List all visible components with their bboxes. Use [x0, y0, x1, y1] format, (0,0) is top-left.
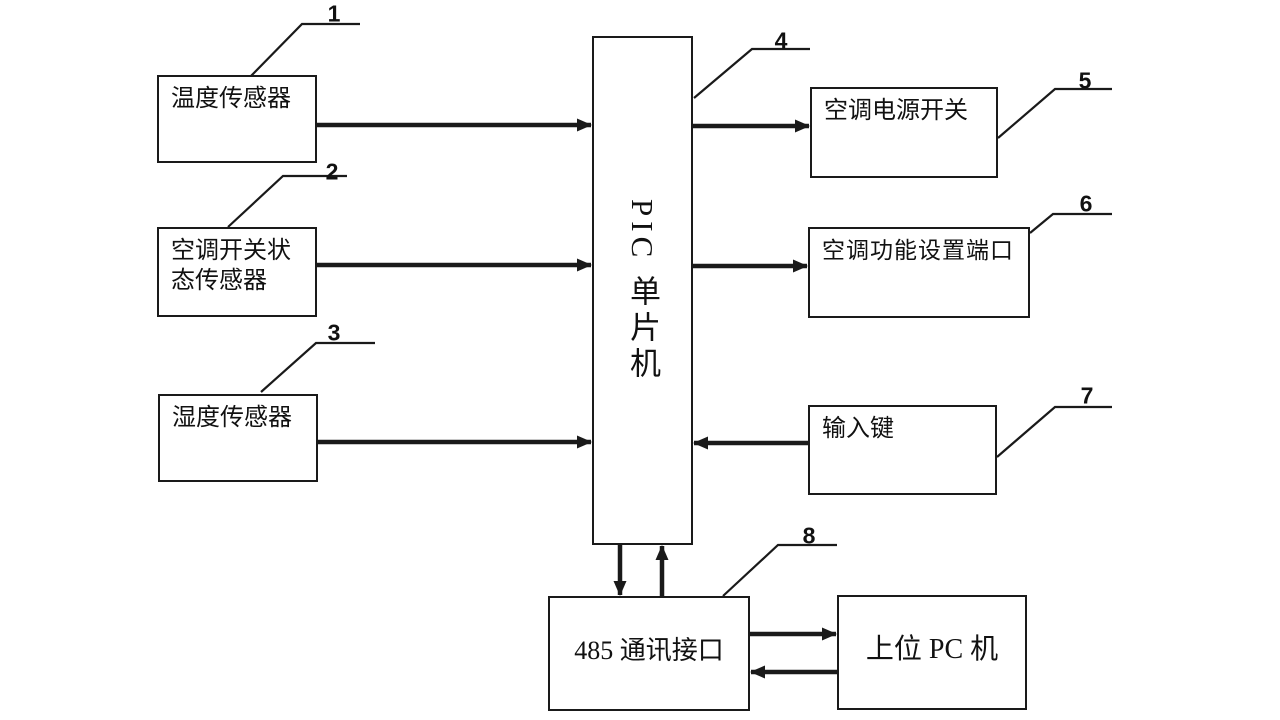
leader-line-5: [997, 87, 1112, 139]
leader-line-8: [722, 543, 837, 597]
node-temperature-sensor: 温度传感器: [157, 75, 317, 163]
leader-line-3: [260, 341, 375, 393]
node-input-key-label: 输入键: [822, 416, 894, 442]
node-input-key: 输入键: [808, 405, 997, 495]
node-ac-switch-status-sensor-label-line1: 空调开关状: [171, 238, 291, 264]
leader-line-7: [996, 405, 1112, 458]
node-temperature-sensor-label: 温度传感器: [171, 86, 291, 112]
leader-line-4: [693, 47, 810, 99]
leader-line-1: [249, 22, 360, 78]
ref-numeral-4: 4: [774, 27, 788, 54]
node-ac-function-port: 空调功能设置端口: [808, 227, 1030, 318]
node-pic-mcu: PIC 单片机: [592, 36, 693, 545]
node-ac-switch-status-sensor: 空调开关状 态传感器: [157, 227, 317, 317]
node-humidity-sensor: 湿度传感器: [158, 394, 318, 482]
node-ac-power-switch-label: 空调电源开关: [824, 98, 968, 124]
ref-numeral-6: 6: [1079, 190, 1093, 217]
ref-numeral-7: 7: [1080, 382, 1094, 409]
node-pic-mcu-label: PIC 单片机: [625, 198, 660, 383]
ref-numeral-8: 8: [802, 522, 816, 549]
node-485-comm-interface-label: 485 通讯接口: [574, 635, 724, 665]
node-host-pc: 上位 PC 机: [837, 595, 1027, 710]
node-ac-switch-status-sensor-label-line2: 态传感器: [171, 268, 267, 294]
ref-numeral-3: 3: [327, 319, 341, 346]
ref-numeral-5: 5: [1078, 67, 1092, 94]
node-485-comm-interface: 485 通讯接口: [548, 596, 750, 711]
node-ac-power-switch: 空调电源开关: [810, 87, 998, 178]
node-ac-function-port-label: 空调功能设置端口: [822, 238, 1014, 263]
ref-numeral-2: 2: [325, 158, 339, 185]
leader-line-6: [1029, 212, 1112, 234]
ref-numeral-1: 1: [327, 0, 341, 27]
node-humidity-sensor-label: 湿度传感器: [172, 405, 292, 431]
leader-line-2: [227, 174, 347, 228]
node-host-pc-label: 上位 PC 机: [865, 633, 999, 665]
